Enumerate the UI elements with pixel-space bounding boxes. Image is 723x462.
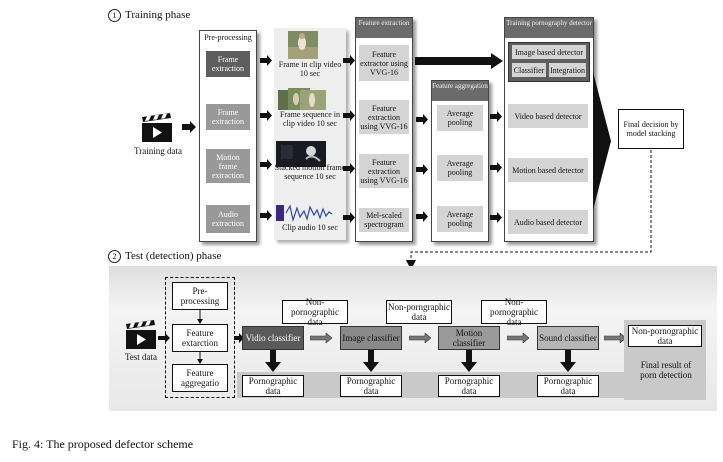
motion-frame-thumbnail <box>276 141 326 167</box>
arrow-right-icon <box>507 333 529 343</box>
arrow-right-icon <box>343 163 355 174</box>
phase-number-badge: 1 <box>108 9 121 22</box>
arrow-right-icon <box>260 55 272 66</box>
motion-classifier: Motion classifier <box>438 326 500 350</box>
image-classifier: Image classifier <box>340 326 402 350</box>
media-label: Frame sequence in clip video 10 sec <box>280 110 340 128</box>
porn-label: Pornographic data <box>340 375 402 397</box>
test-phase-title: 2 Test (detection) phase <box>108 250 221 263</box>
non-porn-label: Non-pornographic data <box>282 297 348 327</box>
test-feature-extraction-box: Feature extarction <box>172 324 228 352</box>
training-phase-label: Training phase <box>125 9 191 22</box>
non-porn-label: Non-porngraphic data <box>386 300 452 324</box>
test-feature-aggregation-box: Feature aggregatio <box>172 364 228 392</box>
video-frame-thumbnail <box>288 31 318 59</box>
sound-classifier: Sound classifier <box>537 326 599 350</box>
test-data-label: Test data <box>124 352 158 362</box>
porn-label: Pornographic data <box>242 375 304 397</box>
classifier-box: Classifier <box>512 63 546 77</box>
arrow-right-icon <box>490 162 502 173</box>
figure-caption: Fig. 4: The proposed defector scheme <box>12 437 194 451</box>
test-phase-label: Test (detection) phase <box>125 250 222 263</box>
frame-sequence-thumbnail <box>278 88 326 110</box>
arrow-right-icon <box>415 53 503 69</box>
arrow-right-icon <box>409 333 431 343</box>
arrow-right-icon <box>260 159 272 170</box>
porn-label: Pornographic data <box>438 375 500 397</box>
preprocessing-item: Frame extraction <box>206 104 250 130</box>
feature-aggregation-column: Feature aggregation Average pooling Aver… <box>431 80 489 242</box>
arrow-right-icon <box>343 110 355 121</box>
arrow-right-icon <box>416 114 428 125</box>
non-porn-label: Non-pornographic data <box>481 297 547 327</box>
clapperboard-icon <box>126 320 156 349</box>
feature-extraction-item: Feature extraction using VVG-16 <box>359 100 409 134</box>
detector-item: Audio based detector <box>508 210 588 234</box>
arrow-right-icon <box>310 333 332 343</box>
feature-aggregation-item: Average pooling <box>437 105 483 131</box>
porn-label: Pornographic data <box>537 375 599 397</box>
media-label: Frame in clip video 10 sec <box>278 60 342 78</box>
arrow-right-icon <box>343 212 355 223</box>
feature-extraction-item: Feature extractor using VVG-16 <box>359 45 409 81</box>
preprocessing-item: Motion frame extraction <box>206 149 250 183</box>
dashed-connector <box>406 150 652 270</box>
training-detector-header: Training pornography detector <box>505 18 593 38</box>
arrow-right-icon <box>260 110 272 121</box>
test-preprocessing-box: Pre- processing <box>172 282 228 310</box>
image-based-detector: Image based detector <box>512 45 586 59</box>
audio-waveform-thumbnail <box>276 204 333 223</box>
feature-extraction-column: Feature extraction Feature extractor usi… <box>355 17 413 242</box>
feature-extraction-item: Feature extraction using VVG-16 <box>359 154 409 188</box>
preprocessing-header: Pre-processing <box>204 33 252 42</box>
arrow-down-icon <box>363 350 379 372</box>
arrow-down-icon <box>197 310 203 324</box>
preprocessing-column: Pre-processing Frame extraction Frame ex… <box>199 30 257 242</box>
arrow-right-icon <box>416 211 428 222</box>
training-phase-title: 1 Training phase <box>108 9 190 22</box>
arrow-right-icon <box>604 333 626 343</box>
detector-item: Motion based detector <box>508 158 588 182</box>
final-decision-box: Final decision by model stacking <box>618 109 684 149</box>
media-label: Clip audio 10 sec <box>282 223 338 232</box>
preprocessing-item: Audio extraction <box>206 205 250 233</box>
arrow-down-icon <box>197 352 203 364</box>
training-detector-column: Training pornography detector Image base… <box>504 17 594 242</box>
detector-item: Video based detector <box>508 104 588 128</box>
arrow-down-icon <box>265 350 281 372</box>
video-classifier: Vidio classifier <box>242 326 304 350</box>
arrow-right-icon <box>158 333 170 343</box>
feature-aggregation-item: Average pooling <box>437 206 483 232</box>
feature-extraction-header: Feature extraction <box>356 18 412 38</box>
integration-box: Integration <box>549 63 586 77</box>
phase-number-badge: 2 <box>108 250 121 263</box>
media-label: Stacked motion frame sequence 10 sec <box>274 163 346 181</box>
arrow-right-icon <box>490 111 502 122</box>
training-data-label: Training data <box>134 146 182 156</box>
arrow-right-icon <box>234 333 244 343</box>
arrow-right-icon <box>416 164 428 175</box>
non-porn-final-label: Non-pornographic data <box>628 325 702 347</box>
media-column: Frame in clip video 10 sec Frame sequenc… <box>274 28 346 240</box>
clapperboard-icon <box>142 113 172 142</box>
arrow-right-icon <box>593 72 611 210</box>
arrow-down-icon <box>461 350 477 372</box>
arrow-right-icon <box>182 121 196 133</box>
preprocessing-item: Frame extraction <box>206 51 250 77</box>
arrow-right-icon <box>260 210 272 221</box>
arrow-down-icon <box>560 350 576 372</box>
feature-extraction-item: Mel-scaled spectrogram <box>359 208 409 232</box>
feature-aggregation-item: Average pooling <box>437 155 483 181</box>
image-detector-group: Image based detector Classifier Integrat… <box>508 42 590 82</box>
arrow-right-icon <box>490 212 502 223</box>
feature-aggregation-header: Feature aggregation <box>432 81 488 101</box>
arrow-right-icon <box>343 55 355 66</box>
final-result-label: Final result of porn detection <box>640 360 692 380</box>
